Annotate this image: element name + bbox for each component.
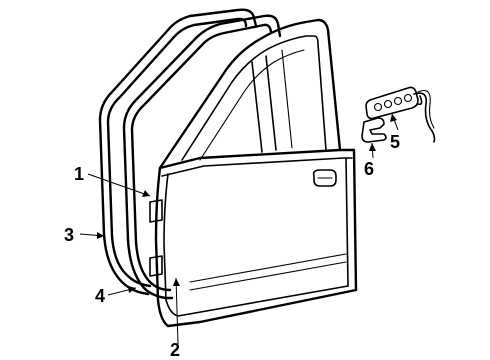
- callout-4: 4: [95, 286, 105, 306]
- front-door-shell: [149, 18, 358, 328]
- inner-weatherstrip: [122, 14, 282, 300]
- callout-2: 2: [170, 340, 180, 360]
- door-switch-module: [365, 86, 436, 143]
- callout-6: 6: [364, 159, 374, 179]
- retainer-clip: [361, 117, 387, 143]
- callout-1: 1: [74, 164, 84, 184]
- outer-weatherstrip: [98, 8, 258, 296]
- callout-5: 5: [390, 132, 400, 152]
- callout-arrowheads: [97, 114, 397, 293]
- callout-3: 3: [64, 225, 74, 245]
